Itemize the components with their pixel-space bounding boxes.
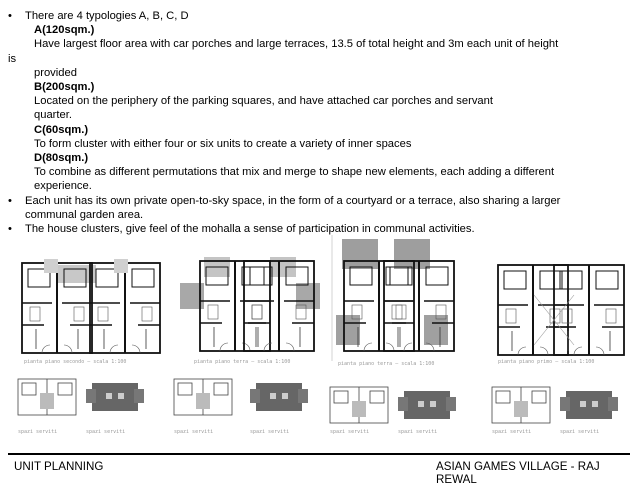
typology-a-heading: A(120sqm.) — [34, 24, 95, 37]
plan-caption: pianta piano terra — scala 1:100 — [338, 361, 434, 367]
typology-b-heading: B(200sqm.) — [34, 81, 95, 94]
bullet-item: • Each unit has its own private open-to-… — [8, 194, 632, 208]
bullet-icon: • — [8, 223, 12, 236]
footer-right-title: ASIAN GAMES VILLAGE - RAJ REWAL — [436, 460, 600, 486]
typology-b-desc-end: quarter. — [34, 109, 72, 122]
plan-caption: pianta piano terra — scala 1:100 — [194, 359, 290, 365]
footer-divider — [8, 453, 630, 455]
floor-plan-drawings: pianta piano secondo — scala 1:100 piant… — [14, 235, 628, 440]
bullet-text: There are 4 typologies A, B, C, D — [25, 10, 189, 22]
diagram-caption: spazi serviti — [86, 429, 125, 435]
bullet-continuation: communal garden area. — [8, 208, 632, 222]
typology-d-desc-end: experience. — [34, 180, 92, 193]
diagram-caption: spazi serviti — [330, 429, 369, 435]
typology-c-heading: C(60sqm.) — [34, 123, 89, 136]
plan-typology-c: pianta piano terra — scala 1:100 — [331, 235, 455, 367]
footer-left-title: UNIT PLANNING — [14, 460, 104, 473]
typology-a-desc: Have largest floor area with car porches… — [34, 38, 559, 51]
diagram-caption: spazi serviti — [250, 429, 289, 435]
typology-b-desc: Located on the periphery of the parking … — [34, 95, 493, 108]
footer-right-line1: ASIAN GAMES VILLAGE - RAJ — [436, 460, 600, 473]
diagram-caption: spazi serviti — [398, 429, 437, 435]
bullet-icon: • — [8, 194, 12, 207]
plan-typology-b: pianta piano terra — scala 1:100 — [180, 257, 320, 365]
plan-caption: pianta piano primo — scala 1:100 — [498, 359, 594, 365]
footer-right-line2: REWAL — [436, 473, 477, 486]
typology-d-desc: To combine as different permutations tha… — [34, 166, 555, 179]
typology-a-desc-wrap: is — [8, 52, 17, 65]
bullet-text: communal garden area. — [25, 208, 144, 221]
bullet-item: • There are 4 typologies A, B, C, D — [8, 9, 632, 23]
diagram-row: spazi serviti spazi serviti spazi servit… — [17, 378, 618, 435]
typology-a-desc-end: provided — [34, 66, 77, 79]
diagram-caption: spazi serviti — [560, 429, 599, 435]
bullet-icon: • — [8, 10, 12, 22]
diagram-caption: spazi serviti — [174, 429, 213, 435]
plan-caption: pianta piano secondo — scala 1:100 — [24, 359, 126, 365]
bullet-item: • The house clusters, give feel of the m… — [8, 222, 632, 236]
plan-typology-d: pianta piano primo — scala 1:100 — [497, 264, 625, 365]
floor-plans-svg: pianta piano secondo — scala 1:100 piant… — [17, 235, 625, 435]
typology-c-desc: To form cluster with either four or six … — [34, 137, 412, 150]
plan-typology-a: pianta piano secondo — scala 1:100 — [21, 259, 161, 365]
typology-d-heading: D(80sqm.) — [34, 152, 89, 165]
diagram-caption: spazi serviti — [18, 429, 57, 435]
bullet-text: Each unit has its own private open-to-sk… — [25, 194, 561, 207]
diagram-caption: spazi serviti — [492, 429, 531, 435]
bullet-text: The house clusters, give feel of the moh… — [25, 223, 475, 236]
typology-text: • There are 4 typologies A, B, C, D A(12… — [8, 9, 632, 236]
